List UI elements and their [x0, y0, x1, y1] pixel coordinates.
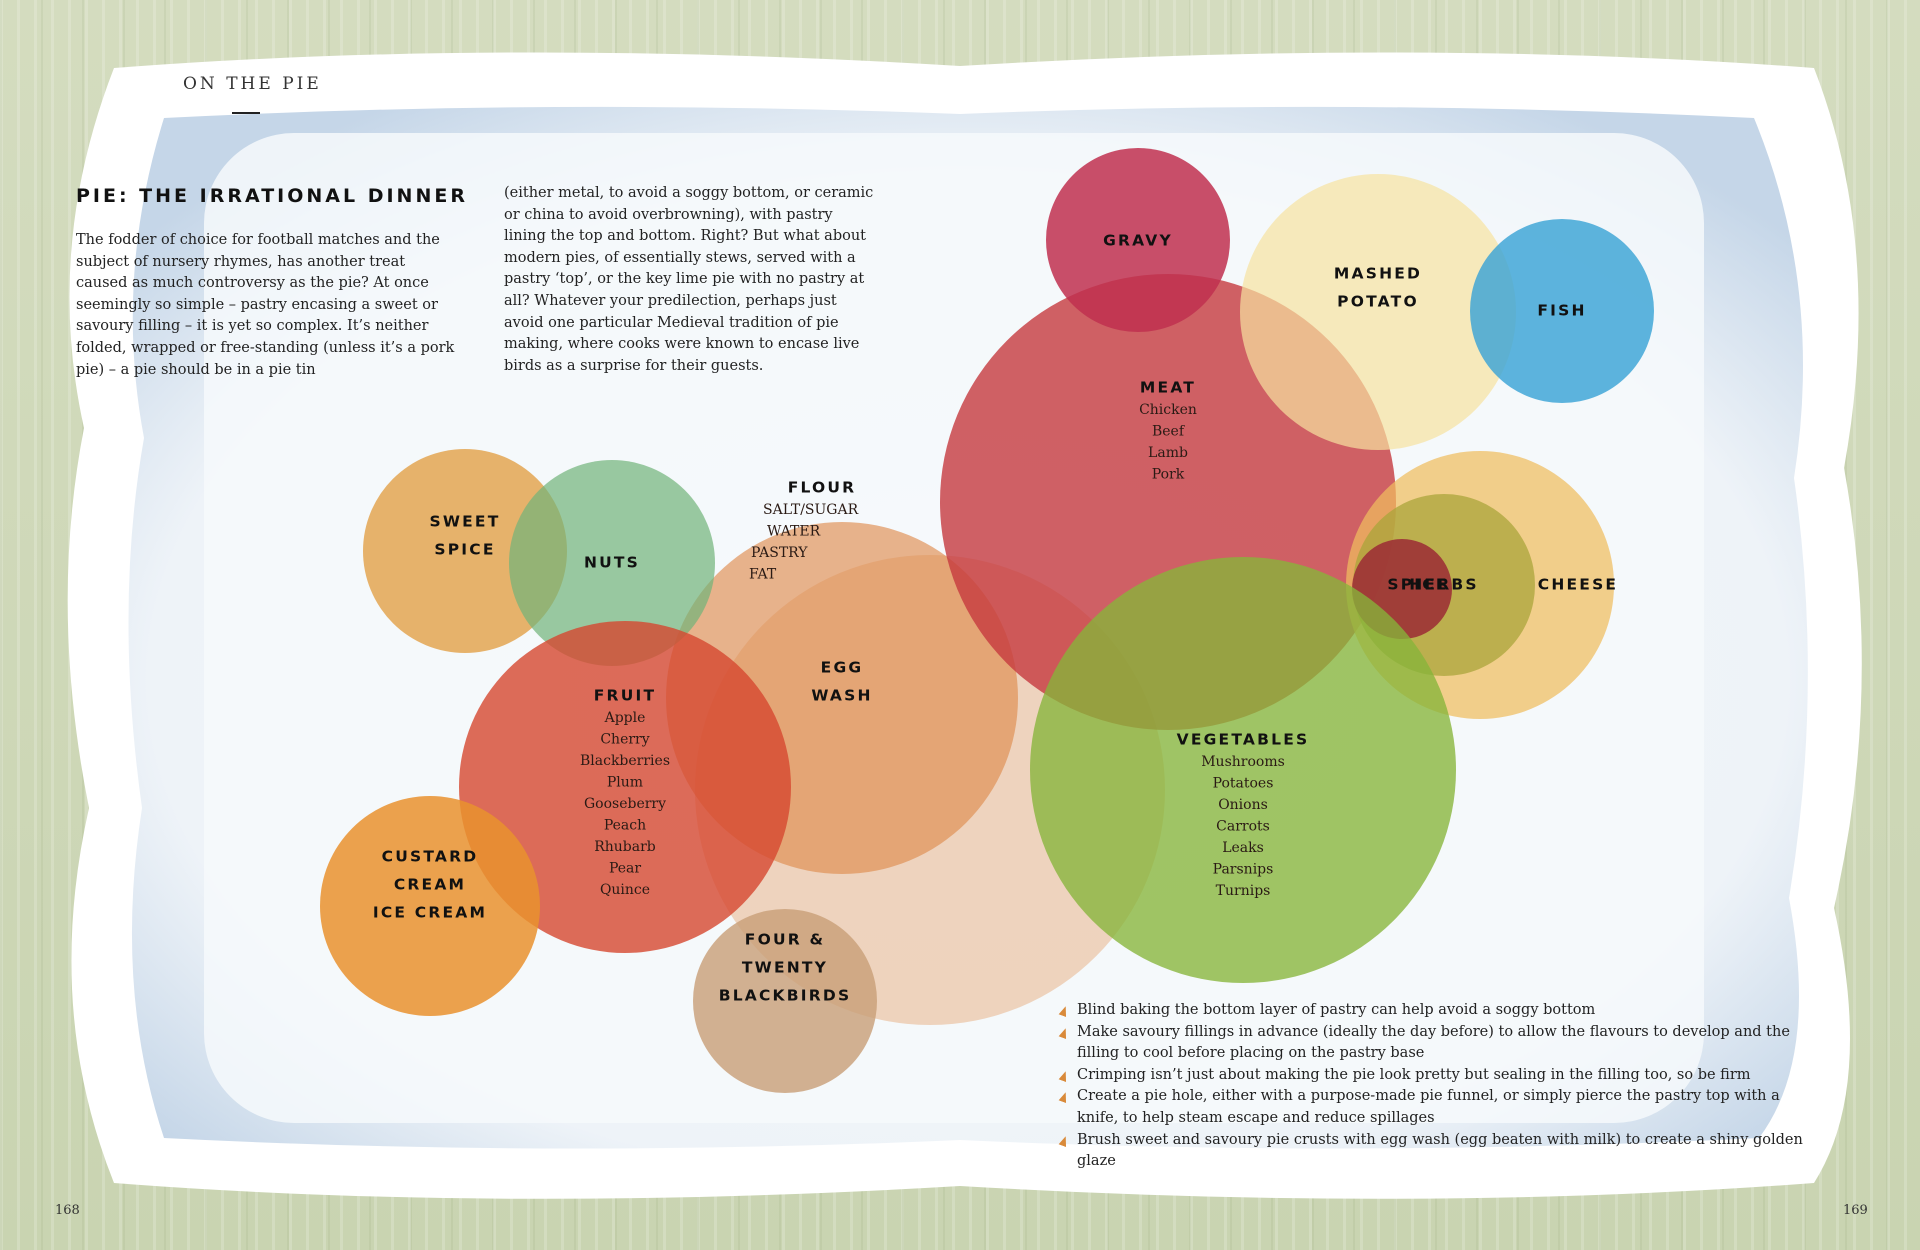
fruit-item: Peach	[604, 818, 646, 834]
vegetables-item: Onions	[1218, 797, 1268, 813]
flour-item: PASTRY	[751, 545, 808, 561]
fruit-title: FRUIT	[594, 687, 656, 705]
herbs-title: HERBS	[1409, 576, 1478, 594]
spice-title: SPICE	[1387, 576, 1448, 594]
fruit-item: Plum	[607, 775, 643, 791]
fruit-circle	[459, 621, 791, 953]
vegetables-item: Parsnips	[1213, 862, 1274, 878]
page-number-left: 168	[55, 1203, 80, 1218]
fruit-item: Blackberries	[580, 753, 670, 769]
vegetables-circle	[1030, 557, 1456, 983]
fish-title: FISH	[1537, 302, 1586, 320]
custard-title: CREAM	[394, 876, 466, 894]
page-number-right: 169	[1843, 1203, 1868, 1218]
blackbirds-circle	[693, 909, 877, 1093]
meat-item: Beef	[1152, 424, 1186, 440]
meat-item: Pork	[1152, 467, 1185, 483]
tip-text: Brush sweet and savoury pie crusts with …	[1077, 1131, 1803, 1170]
gravy-circle	[1046, 148, 1230, 332]
custard-circle	[320, 796, 540, 1016]
bullet-icon	[1059, 1070, 1070, 1082]
flour-item: SALT/SUGAR	[763, 502, 859, 518]
mashed-potato-circle	[1240, 174, 1516, 450]
bullet-icon	[1059, 1005, 1070, 1017]
tip-text: Blind baking the bottom layer of pastry …	[1077, 1002, 1596, 1018]
article-heading: PIE: THE IRRATIONAL DINNER	[76, 185, 468, 207]
vegetables-item: Leaks	[1222, 840, 1264, 856]
fish-circle	[1470, 219, 1654, 403]
tip-item: Make savoury fillings in advance (ideall…	[1060, 1022, 1820, 1065]
fruit-item: Pear	[609, 861, 641, 877]
mashed-potato-title: POTATO	[1337, 293, 1419, 311]
sweet-spice-title: SWEET	[429, 513, 500, 531]
tip-text: Create a pie hole, either with a purpose…	[1077, 1088, 1780, 1126]
fruit-item: Quince	[600, 882, 650, 898]
custard-title: CUSTARD	[382, 848, 479, 866]
bullet-icon	[1059, 1091, 1070, 1103]
tip-text: Make savoury fillings in advance (ideall…	[1077, 1023, 1790, 1062]
fruit-item: Gooseberry	[584, 796, 666, 812]
meat-item: Chicken	[1139, 402, 1197, 418]
blackbirds-title: TWENTY	[742, 959, 828, 977]
meat-title: MEAT	[1140, 379, 1196, 397]
mashed-potato-title: MASHED	[1334, 265, 1422, 283]
cheese-title: CHEESE	[1538, 576, 1618, 594]
vegetables-item: Mushrooms	[1201, 754, 1285, 770]
custard-title: ICE CREAM	[373, 904, 487, 922]
tip-item: Crimping isn’t just about making the pie…	[1060, 1065, 1820, 1087]
tip-item: Blind baking the bottom layer of pastry …	[1060, 1000, 1820, 1022]
blackbirds-title: BLACKBIRDS	[719, 987, 852, 1005]
fruit-item: Cherry	[600, 732, 649, 748]
vegetables-title: VEGETABLES	[1177, 731, 1310, 749]
flour-title: FLOUR	[788, 479, 857, 497]
fruit-item: Rhubarb	[594, 839, 656, 855]
intro-column-1: The fodder of choice for football matche…	[76, 232, 455, 378]
fruit-item: Apple	[604, 710, 646, 726]
gravy-title: GRAVY	[1103, 232, 1173, 250]
bullet-icon	[1059, 1134, 1070, 1146]
vegetables-item: Carrots	[1216, 819, 1270, 835]
section-label: ON THE PIE	[183, 74, 322, 94]
vegetables-item: Turnips	[1216, 883, 1271, 899]
bullet-icon	[1059, 1027, 1070, 1039]
vegetables-item: Potatoes	[1213, 776, 1274, 792]
tip-item: Brush sweet and savoury pie crusts with …	[1060, 1130, 1820, 1173]
flour-item: FAT	[749, 567, 777, 583]
tip-text: Crimping isn’t just about making the pie…	[1077, 1066, 1751, 1083]
flour-item: WATER	[767, 524, 821, 540]
section-rule	[232, 112, 260, 114]
nuts-title: NUTS	[584, 554, 640, 572]
sweet-spice-title: SPICE	[434, 541, 495, 559]
egg-wash-title: EGG	[821, 659, 864, 677]
meat-item: Lamb	[1148, 445, 1188, 461]
tips-list: Blind baking the bottom layer of pastry …	[1060, 1000, 1820, 1173]
sweet-spice-circle	[363, 449, 567, 653]
tip-item: Create a pie hole, either with a purpose…	[1060, 1086, 1820, 1129]
egg-wash-title: WASH	[811, 687, 872, 705]
intro-column-2: (either metal, to avoid a soggy bottom, …	[504, 185, 874, 374]
blackbirds-title: FOUR &	[745, 931, 825, 949]
nuts-circle	[509, 460, 715, 666]
